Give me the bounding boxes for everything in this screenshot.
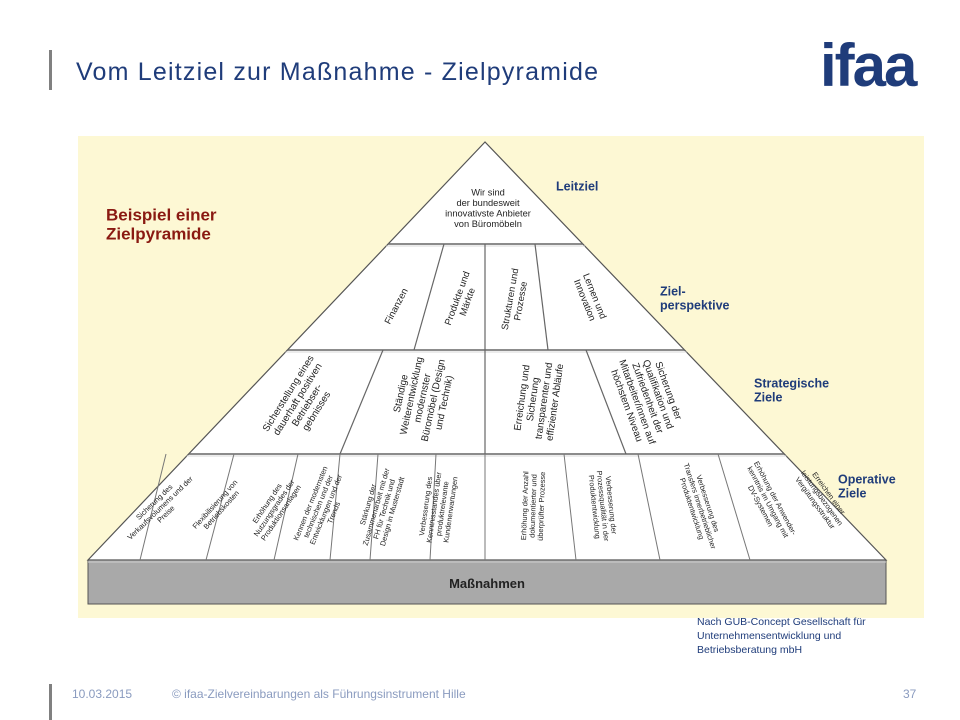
title-accent-bar — [49, 50, 52, 90]
cell-divider — [637, 453, 661, 561]
footer-date: 10.03.2015 — [72, 687, 133, 701]
cell-divider — [429, 453, 437, 561]
page-number: 37 — [903, 687, 917, 701]
operativ-item-line: Erhöhung der Anzahl — [519, 471, 530, 541]
massnahmen-base — [87, 559, 887, 605]
cell-divider — [205, 453, 235, 561]
level-label-strategisch-line: Strategische — [754, 376, 829, 390]
diagram-heading-line: Zielpyramide — [106, 225, 211, 244]
cell-divider — [563, 453, 577, 561]
diagram-heading-line: Beispiel einer — [106, 205, 217, 224]
operativ-item-line: überprüfter Prozesse — [536, 472, 547, 541]
cell-divider — [139, 453, 167, 561]
cell-divider — [369, 453, 379, 561]
cell-divider — [717, 453, 751, 561]
leitziel-text-line: innovativste Anbieter — [445, 209, 531, 219]
massnahmen-label: Maßnahmen — [449, 576, 525, 591]
cell-divider — [329, 453, 341, 561]
level-label-leitziel-line: Leitziel — [556, 179, 598, 193]
footer-text: © ifaa-Zielvereinbarungen als Führungsin… — [172, 687, 466, 701]
level-label-perspektive-line: Ziel- — [660, 284, 686, 298]
level-label-strategisch-line: Ziele — [754, 390, 783, 404]
source-note: Nach GUB-Concept Gesellschaft für Untern… — [697, 615, 937, 657]
ifaa-logo: ifaa — [820, 32, 930, 99]
leitziel-text-line: Wir sind — [471, 187, 505, 197]
cell-divider — [273, 453, 299, 561]
source-note-line: Unternehmensentwicklung und — [697, 630, 842, 642]
source-note-line: Betriebsberatung mbH — [697, 644, 803, 656]
logo-text: ifaa — [820, 34, 918, 94]
page-title: Vom Leitziel zur Maßnahme - Zielpyramide — [76, 58, 600, 86]
level-label-leitziel: Leitziel — [556, 179, 598, 193]
level-label-operativ-line: Operative — [838, 472, 896, 486]
cell-divider — [339, 349, 384, 455]
cell-divider — [585, 349, 627, 455]
cell-divider — [413, 243, 445, 351]
operativ-item-line: dokumentierter und — [527, 474, 538, 538]
level-label-perspektive: Ziel-perspektive — [660, 284, 730, 312]
footer-accent-bar — [49, 684, 52, 720]
level-label-operativ-line: Ziele — [838, 486, 867, 500]
cell-divider — [534, 243, 549, 351]
leitziel-text-line: von Büromöbeln — [454, 219, 522, 229]
leitziel-text-line: der bundesweit — [456, 198, 519, 208]
level-label-perspektive-line: perspektive — [660, 298, 730, 312]
source-note-line: Nach GUB-Concept Gesellschaft für — [697, 616, 866, 628]
